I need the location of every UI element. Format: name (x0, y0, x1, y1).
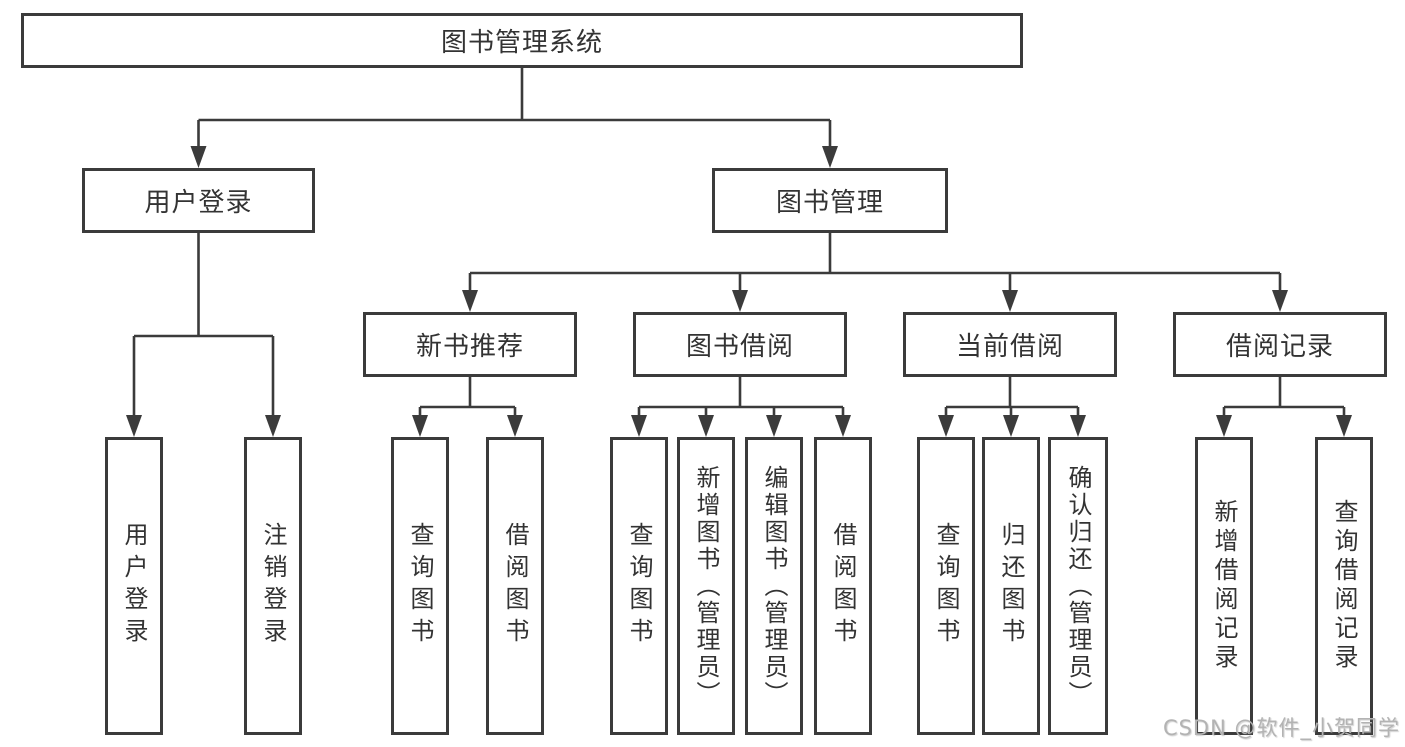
node-label: 图书管理系统 (440, 28, 603, 58)
node-label: 图书管理 (775, 188, 884, 218)
node-new-book-recommendation: 新书推荐 (363, 312, 577, 377)
connector-book-borrow-children (631, 377, 851, 437)
node-leaf-confirm-return-admin: 确认归还（管理员） (1048, 437, 1108, 735)
connector-new-book-children (412, 377, 523, 437)
connector-user-login-children (126, 232, 281, 437)
node-leaf-logout: 注销登录 (244, 437, 302, 735)
csdn-watermark: CSDN @软件_小贺同学 (1162, 716, 1400, 740)
node-current-borrowing: 当前借阅 (903, 312, 1117, 377)
node-book-management: 图书管理 (712, 168, 948, 233)
node-label: 归还图书 (997, 522, 1025, 650)
node-label: 查询图书 (932, 522, 960, 650)
node-library-management-system: 图书管理系统 (21, 13, 1023, 68)
node-label: 注销登录 (259, 522, 287, 650)
node-leaf-user-login: 用户登录 (105, 437, 163, 735)
node-label: 新书推荐 (415, 332, 524, 362)
node-leaf-borrow-books-2: 借阅图书 (814, 437, 872, 735)
node-leaf-query-books-3: 查询图书 (917, 437, 975, 735)
connector-root-to-level2 (190, 68, 838, 168)
node-label: 编辑图书（管理员） (760, 464, 788, 708)
node-label: 确认归还（管理员） (1064, 464, 1092, 708)
node-label: 新增借阅记录 (1210, 499, 1238, 673)
node-label: 借阅记录 (1225, 332, 1334, 362)
connector-book-management-children (462, 232, 1288, 312)
node-label: 借阅图书 (501, 522, 529, 650)
node-label: 查询图书 (406, 522, 434, 650)
node-leaf-query-borrow-record: 查询借阅记录 (1315, 437, 1373, 735)
node-leaf-return-books: 归还图书 (982, 437, 1040, 735)
node-leaf-add-books-admin: 新增图书（管理员） (677, 437, 735, 735)
node-leaf-query-books-2: 查询图书 (610, 437, 668, 735)
node-label: 借阅图书 (829, 522, 857, 650)
node-leaf-edit-books-admin: 编辑图书（管理员） (745, 437, 803, 735)
node-leaf-borrow-books-1: 借阅图书 (486, 437, 544, 735)
connector-borrow-record-children (1216, 377, 1352, 437)
node-borrowing-records: 借阅记录 (1173, 312, 1387, 377)
connector-current-borrow-children (938, 377, 1086, 437)
node-label: 用户登录 (120, 522, 148, 650)
node-label: 查询图书 (625, 522, 653, 650)
node-label: 图书借阅 (685, 332, 794, 362)
node-leaf-query-books-1: 查询图书 (391, 437, 449, 735)
node-leaf-add-borrow-record: 新增借阅记录 (1195, 437, 1253, 735)
node-label: 新增图书（管理员） (692, 464, 720, 708)
node-label: 查询借阅记录 (1330, 499, 1358, 673)
node-label: 用户登录 (144, 188, 253, 218)
node-user-login: 用户登录 (82, 168, 315, 233)
node-label: 当前借阅 (955, 332, 1064, 362)
node-book-borrowing: 图书借阅 (633, 312, 847, 377)
